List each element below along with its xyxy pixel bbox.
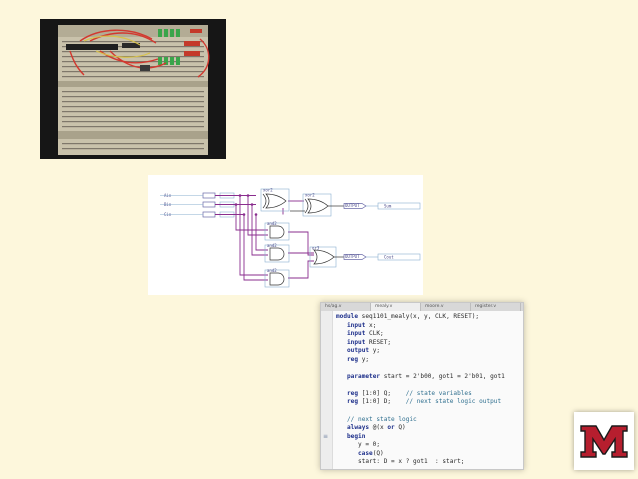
- code-keyword: or: [387, 424, 395, 432]
- code-keyword: reg: [347, 389, 359, 397]
- output-buffer-label-cout: OUTPUT: [345, 254, 360, 259]
- code-line[interactable]: reg y;: [336, 356, 505, 365]
- code-keyword: begin: [347, 432, 366, 440]
- and-gate-1: and2: [264, 221, 290, 241]
- full-adder-schematic: Ain Bin Cin: [148, 175, 423, 295]
- code-text: start = 2'b00, got1 = 2'b01, got1: [380, 372, 505, 380]
- code-text: CLK;: [365, 330, 384, 338]
- code-text: RESET;: [365, 338, 392, 346]
- code-text: [336, 390, 347, 397]
- output-sum: OUTPUT Sum: [343, 202, 421, 210]
- code-comment: // next state logic: [347, 415, 417, 423]
- code-line[interactable]: input CLK;: [336, 330, 505, 339]
- code-text: [336, 339, 347, 346]
- code-line[interactable]: module seq1101_mealy(x, y, CLK, RESET);: [336, 313, 505, 322]
- code-text: [336, 330, 347, 337]
- code-line[interactable]: reg [1:0] D; // next state logic output: [336, 398, 505, 407]
- verilog-code-editor: hs/ag.v mealy.v moore.v register.v ≡ mod…: [320, 302, 524, 470]
- editor-gutter: ≡: [321, 311, 333, 469]
- code-text: (Q): [372, 449, 384, 457]
- output-cout: OUTPUT Cout: [343, 253, 421, 261]
- code-line[interactable]: start: D = x ? got1 : start;: [336, 458, 505, 467]
- schematic-diagram: Ain Bin Cin: [148, 175, 423, 295]
- output-label-sum: Sum: [384, 204, 392, 209]
- code-line[interactable]: [336, 381, 505, 390]
- code-text: [336, 424, 347, 431]
- xor2-label: xor2: [305, 193, 315, 198]
- tab-3[interactable]: moore.v: [421, 303, 471, 311]
- and-gate-2: and2: [264, 243, 290, 263]
- code-keyword: input: [347, 321, 366, 329]
- output-label-cout: Cout: [384, 255, 394, 260]
- code-line[interactable]: input RESET;: [336, 339, 505, 348]
- xor-gate-2: xor2: [302, 193, 332, 217]
- code-line[interactable]: [336, 407, 505, 416]
- code-text: [336, 398, 347, 405]
- editor-tab-bar: hs/ag.v mealy.v moore.v register.v: [321, 303, 523, 311]
- and2-label: and2: [267, 243, 277, 248]
- code-keyword: case: [358, 449, 373, 457]
- code-line[interactable]: input x;: [336, 322, 505, 331]
- code-line[interactable]: parameter start = 2'b00, got1 = 2'b01, g…: [336, 373, 505, 382]
- code-lines: module seq1101_mealy(x, y, CLK, RESET); …: [336, 313, 505, 467]
- output-buffer-label-sum: OUTPUT: [345, 203, 360, 208]
- tab-4[interactable]: register.v: [471, 303, 521, 311]
- code-line[interactable]: always @(x or Q): [336, 424, 505, 433]
- code-keyword: reg: [347, 355, 359, 363]
- code-text: y;: [358, 355, 370, 363]
- code-text: [336, 450, 358, 457]
- breadboard-image: [40, 19, 226, 159]
- code-keyword: reg: [347, 398, 359, 406]
- code-text: start: D = x ? got1 : start;: [336, 458, 465, 466]
- code-text: seq1101_mealy(x, y, CLK, RESET);: [358, 313, 480, 320]
- code-text: [1:0] Q;: [358, 389, 406, 397]
- breadboard-photo: [40, 19, 226, 159]
- code-keyword: input: [347, 330, 366, 338]
- code-line[interactable]: output y;: [336, 347, 505, 356]
- code-text: y;: [369, 347, 381, 355]
- m-logo-icon: [580, 425, 628, 458]
- code-text: [336, 433, 347, 440]
- tab-1[interactable]: hs/ag.v: [321, 303, 371, 311]
- code-text: x;: [365, 321, 377, 329]
- and-gate-3: and2: [264, 268, 290, 288]
- code-line[interactable]: y = 0;: [336, 441, 505, 450]
- code-keyword: output: [347, 347, 370, 355]
- code-text: [336, 356, 347, 363]
- and1-label: and2: [267, 221, 277, 226]
- tab-2[interactable]: mealy.v: [371, 303, 421, 311]
- code-text: Q): [394, 424, 406, 432]
- code-keyword: input: [347, 338, 366, 346]
- code-keyword: parameter: [347, 372, 381, 380]
- code-text: [336, 416, 347, 423]
- code-text: [1:0] D;: [358, 398, 406, 406]
- code-comment: // next state logic output: [405, 398, 502, 406]
- code-text: [336, 347, 347, 354]
- code-text: @(x: [369, 424, 388, 432]
- code-comment: // state variables: [405, 389, 472, 397]
- code-line[interactable]: // next state logic: [336, 416, 505, 425]
- code-line[interactable]: [336, 364, 505, 373]
- or1-label: or3: [312, 246, 320, 251]
- code-text: y = 0;: [336, 441, 381, 449]
- and3-label: and2: [267, 268, 277, 273]
- code-keyword: always: [347, 424, 370, 432]
- code-line[interactable]: reg [1:0] Q; // state variables: [336, 390, 505, 399]
- code-keyword: module: [336, 313, 359, 320]
- code-line[interactable]: case(Q): [336, 450, 505, 459]
- fold-marker-icon[interactable]: ≡: [323, 433, 329, 440]
- code-text: [336, 322, 347, 329]
- xor-gate-1: xor2: [260, 188, 290, 212]
- code-line[interactable]: begin: [336, 433, 505, 442]
- code-text: [336, 373, 347, 380]
- xor1-label: xor2: [263, 188, 273, 193]
- miami-m-logo: [574, 412, 634, 470]
